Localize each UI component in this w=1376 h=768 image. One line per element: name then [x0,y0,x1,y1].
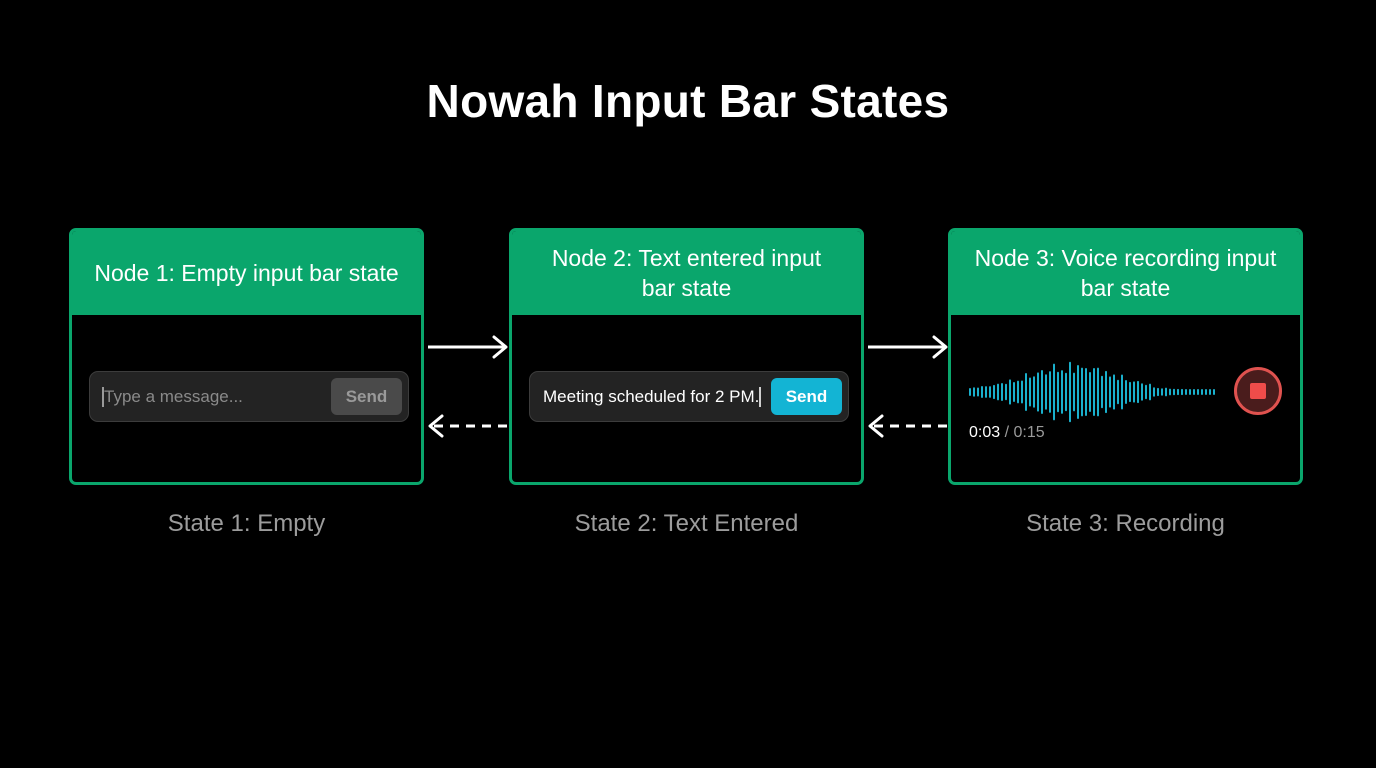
node-header: Node 1: Empty input bar state [72,231,421,315]
message-input-text[interactable]: Meeting scheduled for 2 PM. [543,387,760,406]
timer-total: / 0:15 [1004,424,1045,441]
text-cursor [102,387,104,407]
state-label-text-entered: State 2: Text Entered [574,510,799,537]
node-header-line1: Node 2: Text entered input [551,245,822,271]
recording-timer: 0:03 / 0:15 [969,424,1045,442]
node-header-line2: bar state [1080,275,1171,301]
send-button-disabled[interactable]: Send [331,378,402,415]
timer-current: 0:03 [969,424,1001,441]
message-input-placeholder[interactable]: Type a message... [104,387,243,406]
arrow-right-icon [868,335,948,359]
node-empty-state: Node 1: Empty input bar state Type a mes… [69,228,424,485]
node-header-line1: Node 3: Voice recording input [974,245,1277,271]
input-bar[interactable]: Type a message... Send [89,371,409,422]
stop-recording-button[interactable] [1234,367,1282,415]
state-label-empty: State 1: Empty [167,510,326,537]
node-text-entered-state: Node 2: Text entered input bar state Mee… [509,228,864,485]
node-header-text: Node 1: Empty input bar state [94,260,399,286]
send-button[interactable]: Send [771,378,842,415]
node-header-line2: bar state [641,275,732,301]
text-cursor [759,387,761,407]
state-label-recording: State 3: Recording [1026,510,1225,537]
arrow-left-dashed-icon [428,414,510,438]
arrow-left-dashed-icon [868,414,950,438]
diagram-title: Nowah Input Bar States [426,75,950,127]
node-recording-state: Node 3: Voice recording input bar state … [948,228,1303,485]
node-header: Node 3: Voice recording input bar state [951,231,1300,315]
stop-icon [1250,383,1266,399]
input-bar[interactable]: Meeting scheduled for 2 PM. Send [529,371,849,422]
arrow-right-icon [428,335,508,359]
audio-waveform [969,361,1215,423]
node-header: Node 2: Text entered input bar state [512,231,861,315]
